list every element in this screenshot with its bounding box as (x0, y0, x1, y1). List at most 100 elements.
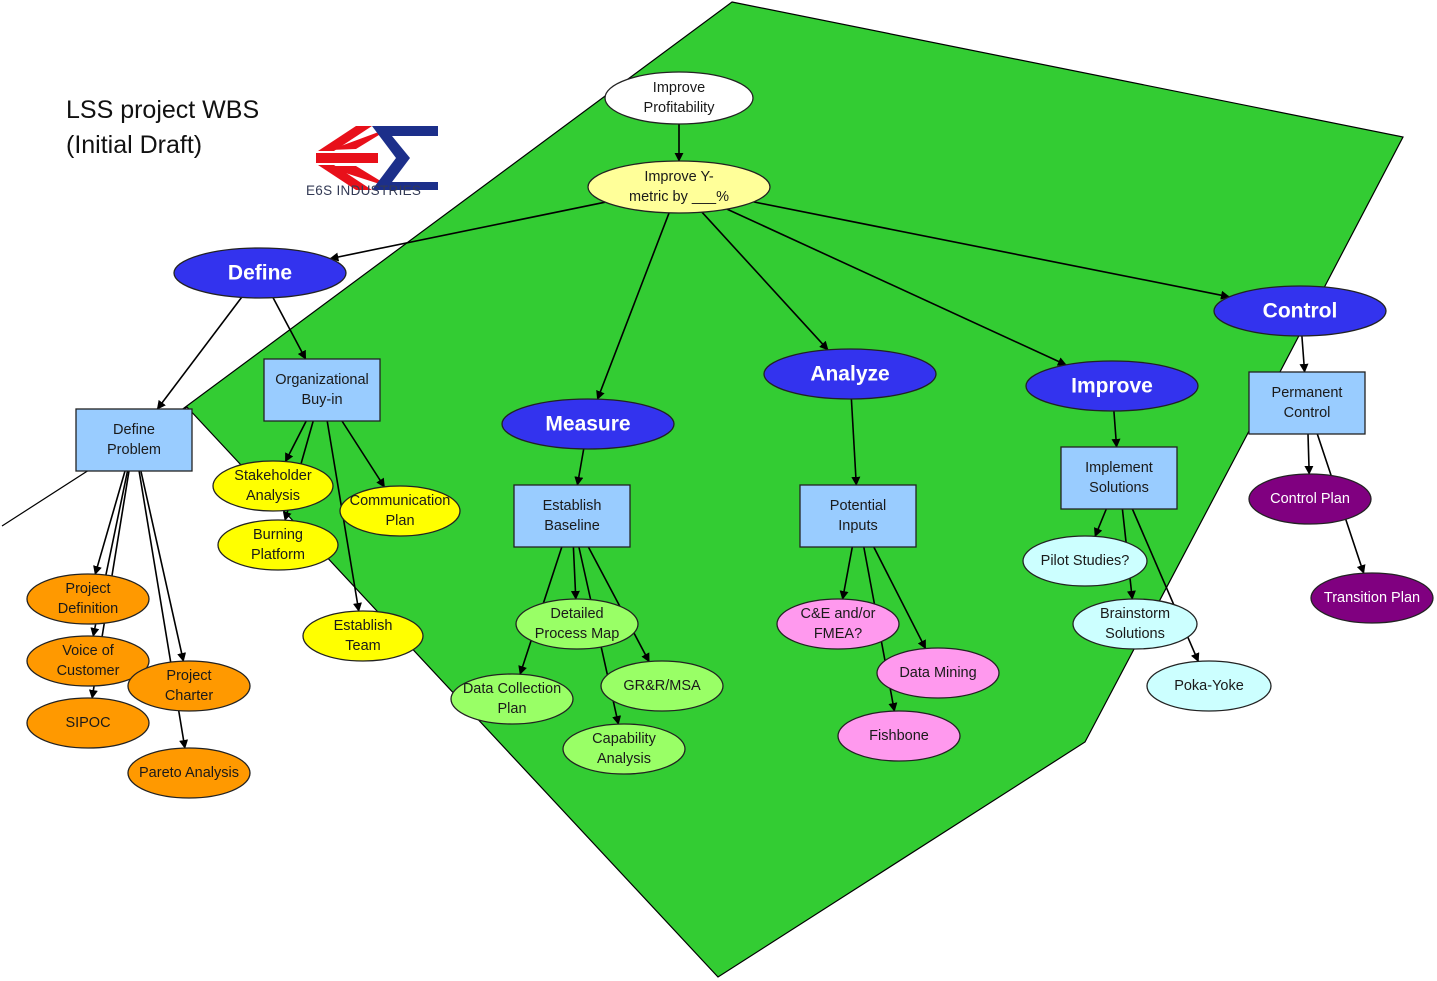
node-label-permanent-control: Control (1284, 405, 1331, 421)
node-label-root: Improve (653, 80, 705, 96)
node-shape-potential-inputs (799, 484, 917, 548)
node-label-transition-plan: Transition Plan (1324, 590, 1420, 606)
edge-define-problem-to-project-definition (93, 470, 126, 576)
edge-measure-to-establish-baseline (574, 448, 585, 486)
e6s-logo-icon: E6S INDUSTRIES (306, 126, 438, 198)
edge-establish-baseline-to-detailed-process-map (570, 546, 580, 600)
edge-improve-to-implement-solutions (1111, 410, 1121, 448)
node-shape-implement-solutions (1060, 446, 1178, 510)
node-label-capability-analysis: Analysis (597, 751, 651, 767)
node-data-mining: Data Mining (876, 647, 1000, 699)
node-shape-permanent-control (1248, 371, 1366, 435)
edge-control-to-permanent-control (1299, 335, 1309, 373)
node-shape-capability-analysis (562, 723, 686, 775)
node-label-brainstorm-solutions: Brainstorm (1100, 606, 1170, 622)
node-label-goal: Improve Y- (644, 169, 713, 185)
node-shape-measure (501, 398, 675, 450)
node-label-project-charter: Charter (165, 688, 214, 704)
node-label-grr-msa: GR&R/MSA (623, 678, 701, 694)
node-analyze: Analyze (763, 348, 937, 400)
edge-establish-baseline-to-grr-msa (587, 546, 650, 663)
edge-define-to-define-problem (156, 296, 243, 410)
node-label-project-charter: Project (166, 668, 211, 684)
node-fishbone: Fishbone (837, 710, 961, 762)
node-label-project-definition: Definition (58, 601, 118, 617)
node-control: Control (1213, 285, 1387, 337)
node-define: Define (173, 247, 347, 299)
node-improve: Improve (1025, 360, 1199, 412)
node-label-voice-of-customer: Customer (57, 663, 120, 679)
edge-goal-to-control (753, 201, 1230, 300)
node-shape-define-problem (75, 408, 193, 472)
node-label-potential-inputs: Potential (830, 498, 886, 514)
node-label-stakeholder-analysis: Stakeholder (234, 468, 312, 484)
node-grr-msa: GR&R/MSA (600, 660, 724, 712)
edge-implement-solutions-to-pilot-studies (1094, 508, 1108, 538)
node-label-data-mining: Data Mining (899, 665, 976, 681)
node-label-improve: Improve (1071, 375, 1153, 398)
node-label-establish-baseline: Baseline (544, 518, 600, 534)
node-shape-define (173, 247, 347, 299)
node-transition-plan: Transition Plan (1310, 572, 1434, 624)
node-control-plan: Control Plan (1248, 473, 1372, 525)
edge-define-to-org-buy-in (272, 297, 307, 360)
node-shape-sipoc (26, 697, 150, 749)
node-shape-grr-msa (600, 660, 724, 712)
edge-permanent-control-to-control-plan (1304, 433, 1314, 475)
node-label-sipoc: SIPOC (65, 715, 110, 731)
node-shape-pilot-studies (1022, 535, 1148, 587)
edge-potential-inputs-to-data-mining (873, 546, 927, 650)
node-shape-control (1213, 285, 1387, 337)
node-pareto-analysis: Pareto Analysis (127, 747, 251, 799)
node-label-goal: metric by ___% (629, 189, 729, 205)
node-label-establish-team: Establish (334, 618, 393, 634)
node-shape-communication-plan (339, 485, 461, 537)
node-label-permanent-control: Permanent (1272, 385, 1343, 401)
node-poka-yoke: Poka-Yoke (1146, 660, 1272, 712)
node-label-burning-platform: Platform (251, 547, 305, 563)
title-line-1: LSS project WBS (66, 96, 259, 124)
node-shape-goal (587, 160, 771, 214)
node-label-measure: Measure (545, 413, 630, 436)
edge-potential-inputs-to-ce-fmea (839, 546, 854, 600)
edge-goal-to-analyze (701, 211, 829, 351)
node-sipoc: SIPOC (26, 697, 150, 749)
node-label-fishbone: Fishbone (869, 728, 929, 744)
node-label-brainstorm-solutions: Solutions (1105, 626, 1165, 642)
logo-text: E6S INDUSTRIES (306, 183, 421, 198)
node-label-define-problem: Problem (107, 442, 161, 458)
node-label-burning-platform: Burning (253, 527, 303, 543)
node-label-poka-yoke: Poka-Yoke (1174, 678, 1244, 694)
node-shape-improve (1025, 360, 1199, 412)
node-label-detailed-process-map: Process Map (535, 626, 620, 642)
node-shape-analyze (763, 348, 937, 400)
node-label-implement-solutions: Solutions (1089, 480, 1149, 496)
edge-goal-to-measure (596, 212, 670, 401)
edge-define-problem-to-project-charter (140, 470, 187, 662)
edge-analyze-to-potential-inputs (850, 398, 861, 486)
node-label-detailed-process-map: Detailed (550, 606, 603, 622)
node-shape-project-definition (26, 573, 150, 625)
edge-org-buy-in-to-communication-plan (341, 420, 386, 488)
node-shape-project-charter (127, 660, 251, 712)
node-measure: Measure (501, 398, 675, 450)
node-label-define: Define (228, 262, 292, 285)
node-shape-detailed-process-map (515, 598, 639, 650)
node-shape-control-plan (1248, 473, 1372, 525)
